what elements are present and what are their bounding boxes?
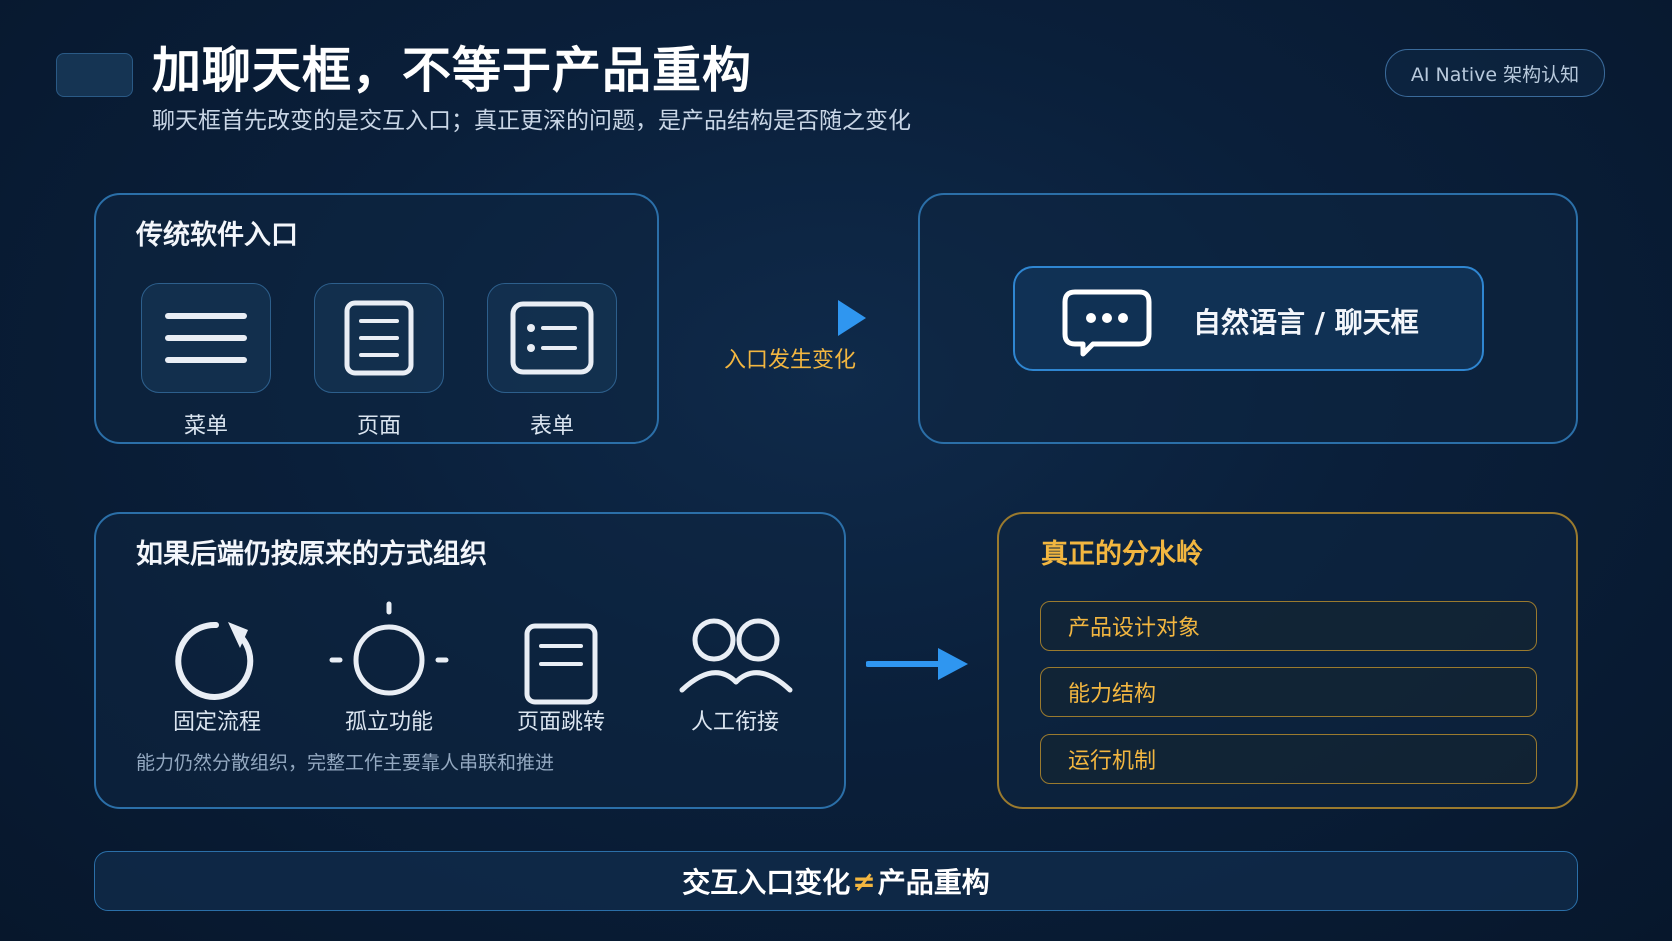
cycle-icon [175,621,254,700]
watershed-panel: 真正的分水岭 [997,512,1578,809]
conclusion-bar: 交互入口变化≠产品重构 [94,851,1578,911]
entry-change-label: 入口发生变化 [723,348,856,373]
page-icon [344,300,414,376]
chat-entry-label: 自然语言 / 聊天框 [1193,306,1419,339]
title-accent-tag [56,53,133,97]
tile-menu [141,283,271,393]
form-icon [510,301,594,375]
chat-bubble-icon [1062,289,1152,357]
tile-form-label: 表单 [529,414,574,439]
manual-handoff-label: 人工衔接 [690,710,779,735]
tile-page [314,283,444,393]
arrow-right-icon [866,648,968,680]
conclusion-right: 产品重构 [877,866,990,899]
page-jump-icon [524,623,598,705]
watershed-title: 真正的分水岭 [1041,539,1203,570]
chat-entry-pill: 自然语言 / 聊天框 [1013,266,1484,371]
fixed-process-label: 固定流程 [172,710,261,735]
menu-icon [165,313,247,363]
tile-menu-label: 菜单 [183,414,228,439]
backend-panel: 如果后端仍按原来的方式组织 固定流程 孤立功能 页面跳转 人工衔接 能力仍然分散… [94,512,846,809]
watershed-item: 能力结构 [1040,667,1537,717]
conclusion-left: 交互入口变化 [682,866,851,899]
page-title: 加聊天框，不等于产品重构 [152,42,753,99]
backend-note: 能力仍然分散组织，完整工作主要靠人串联和推进 [136,752,555,774]
traditional-entry-title: 传统软件入口 [136,220,298,251]
isolated-node-icon [329,601,449,696]
topic-badge: AI Native 架构认知 [1385,49,1605,97]
tile-page-label: 页面 [356,414,401,439]
not-equal-symbol: ≠ [852,864,876,898]
watershed-item: 产品设计对象 [1040,601,1537,651]
play-arrow-icon [838,300,866,336]
watershed-item: 运行机制 [1040,734,1537,784]
traditional-entry-panel: 传统软件入口 菜单 页面 [94,193,659,444]
page-subtitle: 聊天框首先改变的是交互入口；真正更深的问题，是产品结构是否随之变化 [152,108,911,134]
page-jump-label: 页面跳转 [516,710,605,735]
backend-title: 如果后端仍按原来的方式组织 [136,539,487,570]
isolated-function-label: 孤立功能 [344,710,433,735]
people-icon [679,618,793,693]
tile-form [487,283,617,393]
